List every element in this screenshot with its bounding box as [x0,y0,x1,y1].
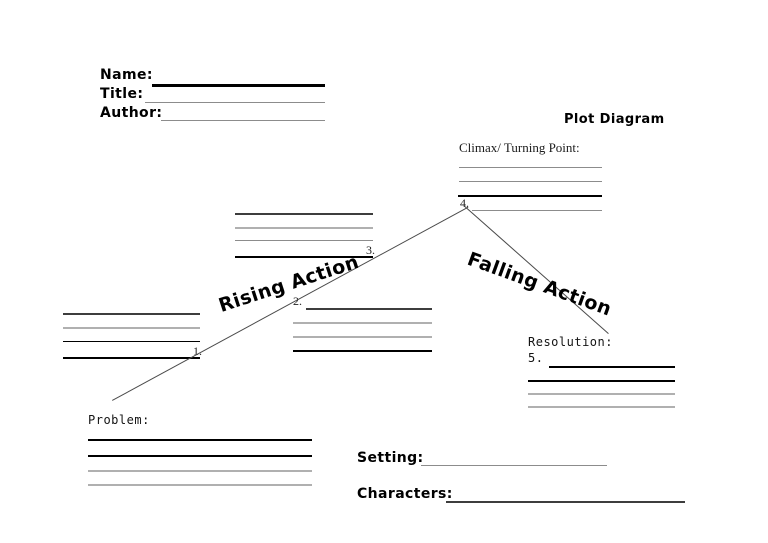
resolution-line-2[interactable] [528,380,675,382]
event2-line-1[interactable] [306,308,432,310]
event3-line-1[interactable] [235,213,373,215]
event1-line-4[interactable] [63,357,200,359]
resolution-label: Resolution: [528,335,613,349]
climax-number: 4. [460,196,469,210]
climax-line-2[interactable] [459,181,602,182]
setting-field-line[interactable] [421,465,607,466]
problem-line-1[interactable] [88,439,312,441]
event2-line-4[interactable] [293,350,432,352]
climax-line-3[interactable] [458,195,602,197]
falling-action-label: Falling Action [464,248,615,321]
problem-label: Problem: [88,413,150,427]
title-field-line[interactable] [145,102,325,103]
event3-line-3[interactable] [235,240,373,241]
author-field-line[interactable] [161,120,325,121]
event3-line-2[interactable] [235,227,373,229]
event2-number: 2. [293,294,302,308]
event1-number: 1. [193,344,202,358]
name-field-line[interactable] [152,84,325,87]
event3-line-4[interactable] [235,256,373,258]
climax-label: Climax/ Turning Point: [459,140,580,155]
rising-action-line [112,206,469,401]
resolution-line-4[interactable] [528,406,675,408]
event1-line-1[interactable] [63,313,200,315]
characters-field-line[interactable] [446,501,685,503]
event3-number: 3. [366,243,375,257]
problem-line-2[interactable] [88,455,312,457]
name-label: Name: [100,67,153,83]
resolution-line-1[interactable] [549,366,675,368]
characters-label: Characters: [357,486,453,502]
author-label: Author: [100,105,163,121]
climax-line-1[interactable] [459,167,602,168]
event1-line-3[interactable] [63,341,200,342]
rising-action-label: Rising Action [216,250,362,317]
setting-label: Setting: [357,450,424,466]
resolution-number: 5. [528,351,544,365]
event2-line-2[interactable] [293,322,432,324]
climax-line-4[interactable] [472,210,602,211]
event2-line-3[interactable] [293,336,432,338]
problem-line-4[interactable] [88,484,312,486]
resolution-line-3[interactable] [528,393,675,395]
page-title: Plot Diagram [564,112,665,127]
event1-line-2[interactable] [63,327,200,329]
title-label: Title: [100,86,144,102]
problem-line-3[interactable] [88,470,312,472]
